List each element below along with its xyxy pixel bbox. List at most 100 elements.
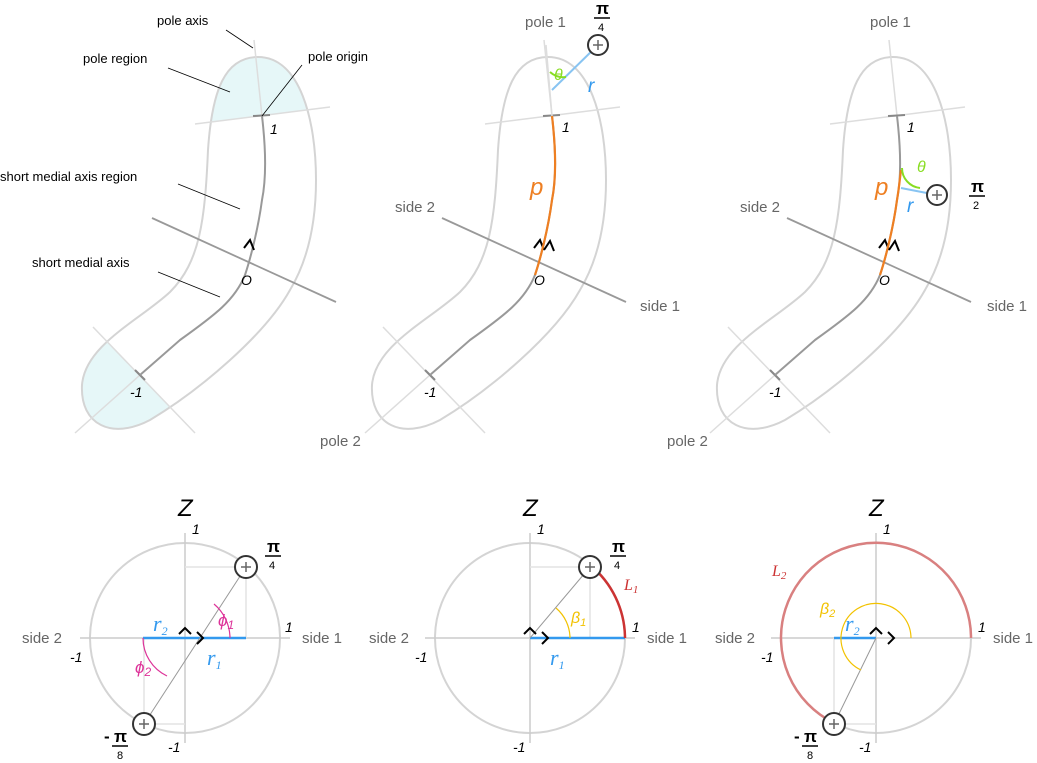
tick-right: 1 <box>285 619 293 635</box>
label-short-medial-axis: short medial axis <box>32 255 130 270</box>
label-pole-2: pole 2 <box>667 433 708 450</box>
z-label: Z <box>522 495 539 522</box>
tick-left: -1 <box>761 649 773 665</box>
r-label: r <box>907 196 914 217</box>
r1-label: r1 <box>550 645 565 672</box>
tick-right: 1 <box>978 619 986 635</box>
theta-label: θ <box>554 67 563 84</box>
frac-pi-4-num: π <box>612 537 625 556</box>
frac-pi-8-num: π <box>114 727 127 746</box>
tick-top: 1 <box>883 521 891 537</box>
point-marker-1 <box>578 555 602 579</box>
phi1-arc <box>213 603 231 639</box>
theta-label: θ <box>917 159 926 176</box>
tick-neg1: -1 <box>769 384 781 400</box>
panel-pole-coordinates: π 4 pole 1 pole 2 side 2 side 1 1 -1 O p… <box>320 0 680 450</box>
origin-label: O <box>879 272 890 288</box>
frac-pi-8-num: π <box>804 727 817 746</box>
tick-bottom: -1 <box>859 739 871 755</box>
phi2-arc <box>142 637 168 677</box>
l2-label: L2 <box>771 563 787 582</box>
frac-pi-4-num: π <box>267 537 280 556</box>
label-side-1: side 1 <box>993 630 1033 647</box>
beta1-arc <box>555 607 571 639</box>
frac-numerator: π <box>971 177 984 196</box>
beta2-label: β2 <box>819 601 835 620</box>
panel-side-coordinates: π 2 pole 1 pole 2 side 2 side 1 1 -1 O p… <box>667 14 1027 450</box>
r-label: r <box>588 76 595 97</box>
frac-sign: - <box>794 727 800 746</box>
label-side-1: side 1 <box>987 298 1027 315</box>
label-side-2: side 2 <box>740 199 780 216</box>
tick-neg1: -1 <box>424 384 436 400</box>
l2-arc <box>779 541 973 725</box>
point-marker-2 <box>822 712 846 736</box>
point-marker-2 <box>132 712 156 736</box>
direction-arrows <box>523 626 550 645</box>
r2-label: r2 <box>845 611 860 638</box>
tick-left: -1 <box>415 649 427 665</box>
label-short-medial-axis-region: short medial axis region <box>0 169 137 184</box>
tick-bottom: -1 <box>168 739 180 755</box>
circle-diagram-arc-l1: Z 1 1 -1 -1 side 2 side 1 r1 β1 L1 π 4 <box>369 495 687 755</box>
p-label: p <box>529 174 543 201</box>
r2-label: r2 <box>153 611 168 638</box>
tick-right: 1 <box>632 619 640 635</box>
phi2-label: ϕ2 <box>135 658 151 679</box>
p-segment <box>533 115 557 276</box>
label-side-1: side 1 <box>647 630 687 647</box>
point-marker-1 <box>234 555 258 579</box>
phi1-label: ϕ1 <box>218 611 234 632</box>
tick-top: 1 <box>192 521 200 537</box>
label-pole-origin: pole origin <box>308 49 368 64</box>
beta1-label: β1 <box>570 610 586 629</box>
shape-outline <box>710 40 971 433</box>
direction-arrows <box>178 626 205 645</box>
theta-arc <box>900 167 921 189</box>
label-pole-1: pole 1 <box>870 14 911 31</box>
label-pole-axis: pole axis <box>157 13 209 28</box>
frac-pi-4-den: 4 <box>614 560 620 572</box>
direction-arrows <box>869 626 896 645</box>
z-label: Z <box>868 495 885 522</box>
circle-diagram-angles: Z 1 1 -1 -1 side 2 side 1 r2 r1 ϕ1 ϕ2 π … <box>22 495 342 762</box>
beta2-arc <box>840 602 912 671</box>
tick-left: -1 <box>70 649 82 665</box>
label-pole-2: pole 2 <box>320 433 361 450</box>
frac-denominator: 2 <box>973 200 979 212</box>
circle-diagram-arc-l2: Z 1 1 -1 -1 side 2 side 1 r2 β2 L2 - π 8 <box>715 495 1033 762</box>
frac-sign: - <box>104 727 110 746</box>
label-side-2: side 2 <box>369 630 409 647</box>
label-side-1: side 1 <box>302 630 342 647</box>
p-segment <box>878 169 903 276</box>
point-marker <box>587 34 609 56</box>
frac-pi-8-den: 8 <box>117 750 123 762</box>
frac-pi-8-den: 8 <box>807 750 813 762</box>
theta-arc <box>549 71 567 79</box>
label-side-1: side 1 <box>640 298 680 315</box>
origin-label: O <box>534 272 545 288</box>
label-pole-1: pole 1 <box>525 14 566 31</box>
tick-bottom: -1 <box>513 739 525 755</box>
shape-outline <box>365 40 626 433</box>
point-marker <box>926 184 948 206</box>
label-pole-region: pole region <box>83 51 147 66</box>
panel-pole-regions: pole axis pole region pole origin short … <box>0 13 368 433</box>
tick-1: 1 <box>562 119 570 135</box>
frac-pi-4-den: 4 <box>269 560 275 572</box>
tick-1: 1 <box>270 121 278 137</box>
frac-numerator: π <box>596 0 609 18</box>
frac-denominator: 4 <box>598 22 604 34</box>
label-side-2: side 2 <box>395 199 435 216</box>
label-side-2: side 2 <box>22 630 62 647</box>
tick-neg1: -1 <box>130 384 142 400</box>
z-label: Z <box>177 495 194 522</box>
tick-top: 1 <box>537 521 545 537</box>
origin-label: O <box>241 272 252 288</box>
leader-lines <box>157 29 303 298</box>
l1-label: L1 <box>623 577 638 596</box>
p-label: p <box>874 174 888 201</box>
tick-1: 1 <box>907 119 915 135</box>
label-side-2: side 2 <box>715 630 755 647</box>
